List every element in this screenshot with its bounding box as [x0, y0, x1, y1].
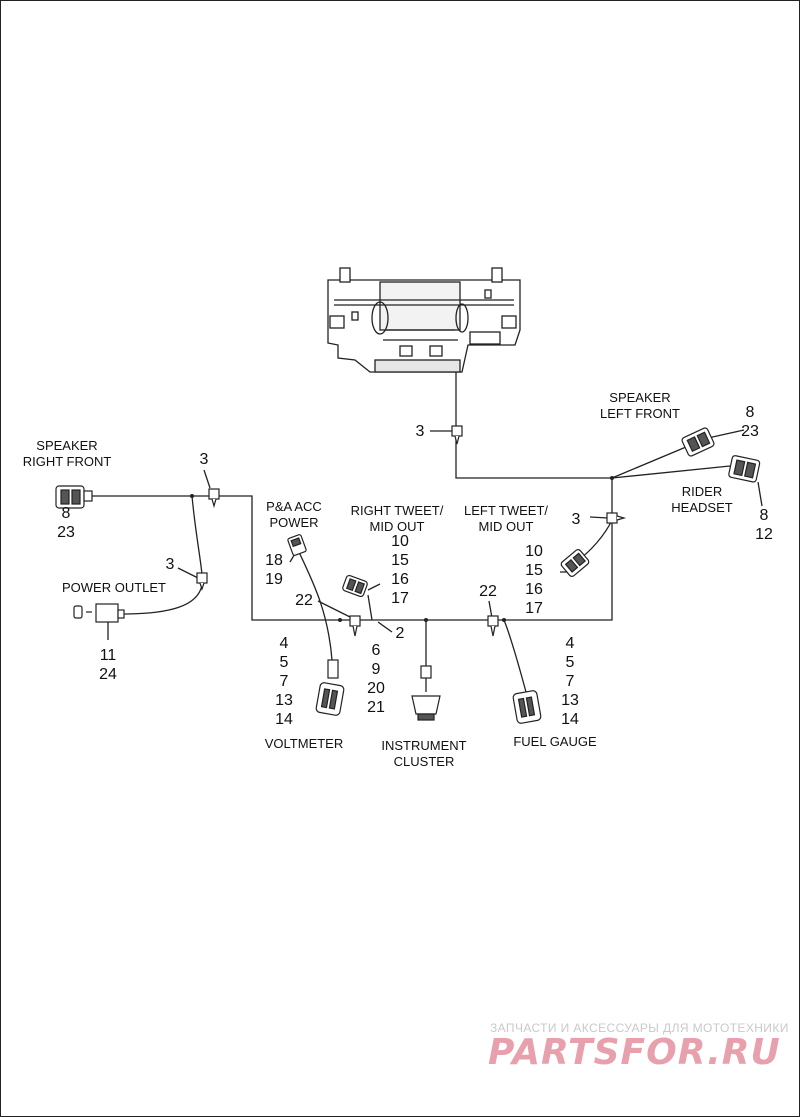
- callout-speaker-right-front-parts: 8 23: [57, 505, 75, 541]
- clip-icon: [606, 512, 627, 524]
- instrument-cluster-label: INSTRUMENT CLUSTER: [381, 738, 467, 769]
- clip-icon: [451, 425, 463, 445]
- right-tweet-connector-icon: [342, 574, 368, 598]
- right-tweet-label: RIGHT TWEET/ MID OUT: [350, 503, 444, 534]
- callout-fuel-gauge-parts: 4 5 7 13 14: [561, 635, 579, 728]
- callout-rider-headset-parts: 8 12: [755, 507, 773, 543]
- harness-left-speaker-branch: [611, 446, 687, 479]
- fuel-gauge-label: FUEL GAUGE: [513, 734, 597, 749]
- instrument-cluster-connector-icon: [411, 665, 441, 721]
- callout-clip-top: 3: [415, 423, 425, 440]
- harness-main-trunk: [90, 372, 613, 621]
- rider-headset-connector-icon: [728, 455, 761, 483]
- callout-clip-power-outlet: 3: [165, 556, 175, 573]
- callout-right-tweet-parts: 10 15 16 17: [391, 533, 409, 607]
- callout-clip-left: 3: [571, 511, 581, 528]
- callout-voltmeter-parts: 4 5 7 13 14: [275, 635, 293, 728]
- clip-icon: [196, 572, 208, 591]
- clip-icon: [349, 615, 361, 637]
- pa-acc-connector-icon: [287, 534, 307, 556]
- radio-bracket: [327, 267, 521, 373]
- voltmeter-label: VOLTMETER: [264, 736, 344, 751]
- watermark-brand: PARTSFOR.RU: [488, 1032, 781, 1073]
- callout-harness-2: 2: [395, 625, 405, 642]
- rider-headset-label: RIDER HEADSET: [671, 484, 733, 515]
- power-outlet-connector-icon: [73, 603, 125, 623]
- pa-acc-power-label: P&A ACC POWER: [266, 499, 322, 530]
- clip-icon: [487, 615, 499, 637]
- harness-right-tweet-branch: [367, 594, 373, 621]
- callout-power-outlet-parts: 11 24: [99, 647, 117, 683]
- clip-icon: [208, 488, 220, 509]
- speaker-right-front-connector-icon: [55, 485, 93, 509]
- callout-clip-right-front: 3: [199, 451, 209, 468]
- power-outlet-label: POWER OUTLET: [61, 580, 166, 595]
- callout-clip-22-right: 22: [479, 583, 497, 600]
- left-tweet-label: LEFT TWEET/ MID OUT: [463, 503, 549, 534]
- left-tweet-connector-icon: [560, 549, 590, 577]
- callout-pa-acc-parts: 18 19: [265, 552, 283, 588]
- watermark-tagline: ЗАПЧАСТИ И АКСЕССУАРЫ ДЛЯ МОТОТЕХНИКИ: [490, 1021, 789, 1035]
- callout-instrument-parts: 6 9 20 21: [367, 642, 385, 716]
- speaker-left-front-connector-icon: [681, 427, 715, 457]
- harness-pa-acc-branch: [297, 549, 333, 661]
- callout-clip-22-left: 22: [295, 592, 313, 609]
- harness-headset-branch: [611, 465, 731, 479]
- speaker-left-front-label: SPEAKER LEFT FRONT: [600, 390, 680, 421]
- fuel-gauge-connector-icon: [512, 690, 542, 724]
- voltmeter-connector-icon: [315, 659, 345, 716]
- harness-fuel-branch: [503, 619, 527, 693]
- speaker-right-front-label: SPEAKER RIGHT FRONT: [22, 438, 112, 469]
- callout-speaker-left-front-parts: 8 23: [741, 404, 759, 440]
- callout-left-tweet-parts: 10 15 16 17: [525, 543, 543, 617]
